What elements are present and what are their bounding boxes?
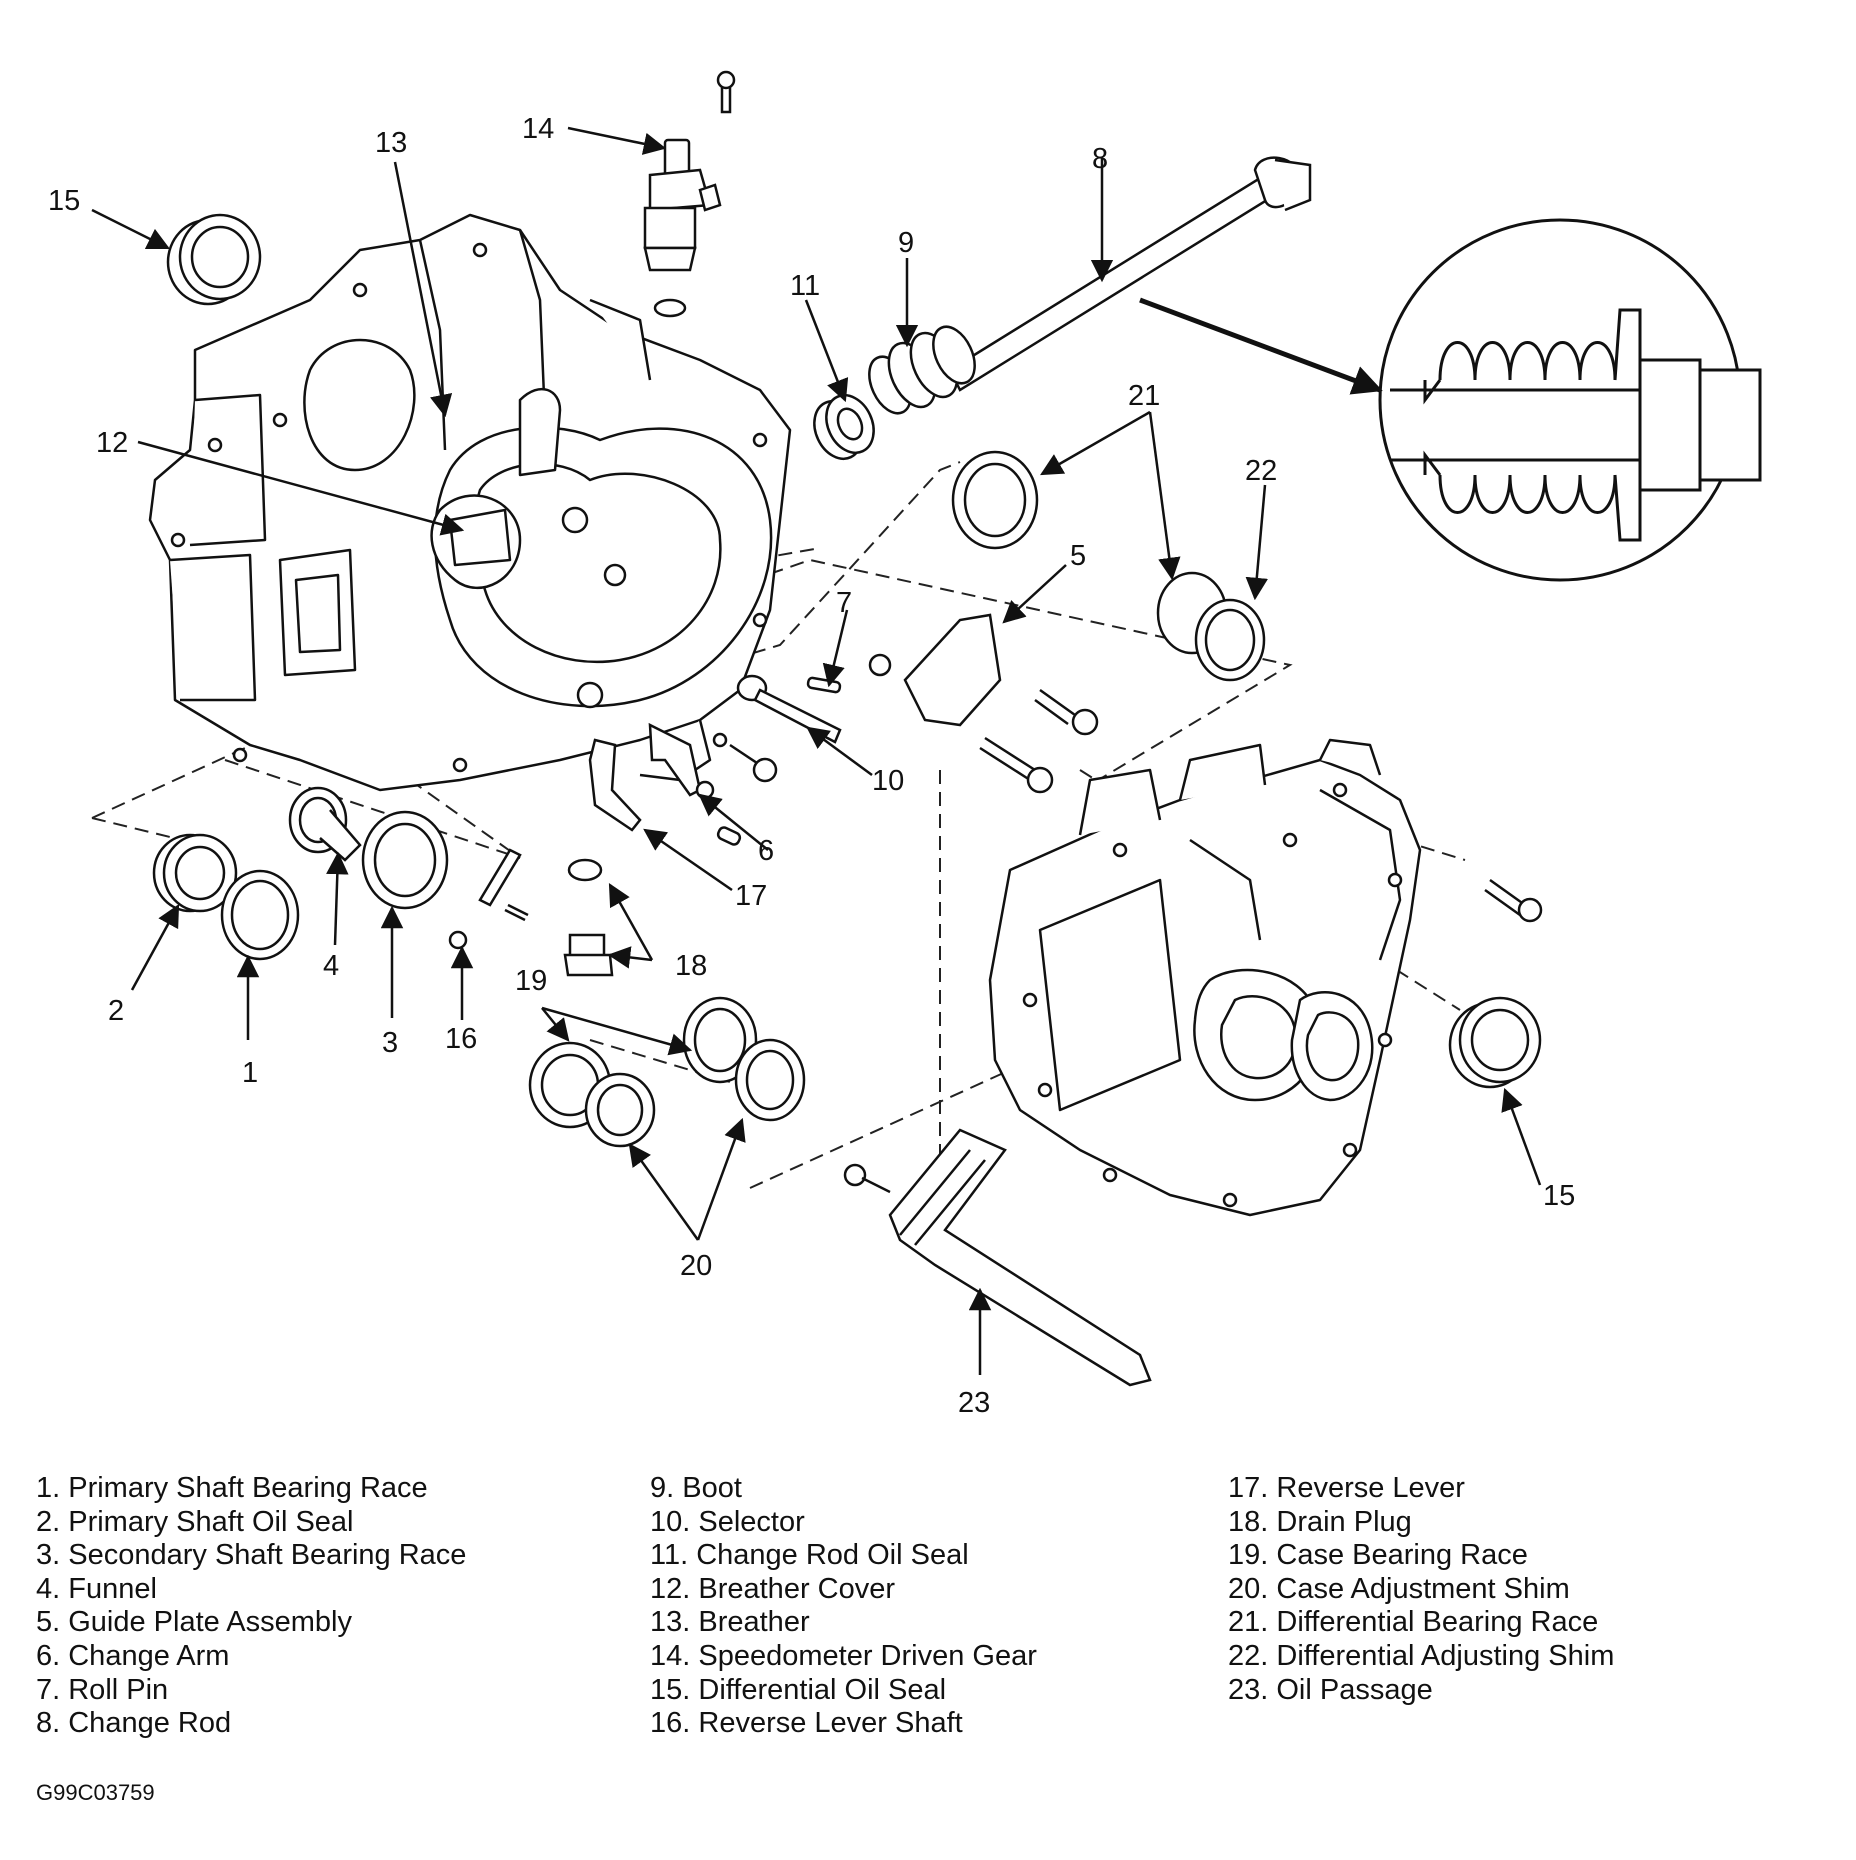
legend-item: 17. Reverse Lever [1228,1472,1465,1504]
callout-leader-lines [91,126,1542,1375]
legend-item: 6. Change Arm [36,1639,230,1672]
legend-item: 14. Speedometer Driven Gear [650,1639,1037,1672]
legend-column-1: 1. Primary Shaft Bearing Race 2. Primary… [36,1472,466,1741]
callout-16: 16 [445,1023,477,1055]
change-rod [948,156,1312,392]
legend-item: 23. Oil Passage [1228,1673,1433,1706]
callout-6: 6 [758,835,774,867]
callout-17: 17 [735,880,767,912]
ring-parts [152,213,1542,1148]
callout-12: 12 [96,427,128,459]
legend-item: 3. Secondary Shaft Bearing Race [36,1539,467,1572]
legend-item: 2. Primary Shaft Oil Seal [36,1505,354,1538]
callout-5: 5 [1070,540,1086,572]
legend-item: 22. Differential Adjusting Shim [1228,1639,1615,1672]
callout-4: 4 [323,950,339,982]
legend-item: 21. Differential Bearing Race [1228,1606,1599,1639]
legend-item: 7. Roll Pin [36,1673,169,1706]
callout-2: 2 [108,995,124,1027]
legend-item: 19. Case Bearing Race [1228,1539,1528,1572]
legend-item: 10. Selector [650,1505,805,1538]
callout-10: 10 [872,765,904,797]
legend-item: 12. Breather Cover [650,1572,896,1605]
callout-15-top: 15 [48,185,80,217]
callout-9: 9 [898,227,914,259]
callout-3: 3 [382,1027,398,1059]
callout-20: 20 [680,1250,712,1282]
legend-item: 9. Boot [650,1472,742,1504]
legend-item: 1. Primary Shaft Bearing Race [36,1472,428,1504]
callout-23: 23 [958,1387,990,1419]
legend-item: 20. Case Adjustment Shim [1228,1572,1570,1605]
speedometer-driven-gear-part [643,70,736,318]
callout-8: 8 [1092,143,1108,175]
callout-7: 7 [836,587,852,619]
callout-13: 13 [375,127,407,159]
callout-15-right: 15 [1543,1180,1575,1212]
change-rod-oil-seal-part [813,394,875,460]
inset-pointer-arrow [1139,297,1383,395]
small-hardware [448,613,1543,1194]
oil-passage-part [888,1128,1152,1387]
legend-column-3: 17. Reverse Lever 18. Drain Plug 19. Cas… [1228,1472,1614,1707]
legend-item: 8. Change Rod [36,1707,232,1740]
exploded-view-diagram: 1 2 3 4 5 6 7 8 9 10 11 12 13 14 15 15 1… [48,70,1762,1419]
legend-item: 15. Differential Oil Seal [650,1673,947,1706]
legend-item: 16. Reverse Lever Shaft [650,1707,963,1740]
boot-part [868,325,976,415]
callout-22: 22 [1245,455,1277,487]
figure-code: G99C03759 [36,1780,155,1805]
legend-item: 4. Funnel [36,1572,157,1605]
callout-21: 21 [1128,380,1160,412]
legend-item: 5. Guide Plate Assembly [36,1606,352,1639]
callout-1: 1 [242,1057,258,1089]
callout-19: 19 [515,965,547,997]
boot-detail-inset [1378,218,1762,582]
callout-18: 18 [675,950,707,982]
callout-labels: 1 2 3 4 5 6 7 8 9 10 11 12 13 14 15 15 1… [48,113,1575,1419]
right-housing [988,738,1422,1217]
legend-item: 18. Drain Plug [1228,1505,1412,1538]
left-housing [148,213,792,792]
callout-11: 11 [790,270,820,302]
callout-14: 14 [522,113,554,145]
legend-item: 13. Breather [650,1606,810,1639]
legend-column-2: 9. Boot 10. Selector 11. Change Rod Oil … [650,1472,1037,1741]
legend-item: 11. Change Rod Oil Seal [650,1539,969,1572]
